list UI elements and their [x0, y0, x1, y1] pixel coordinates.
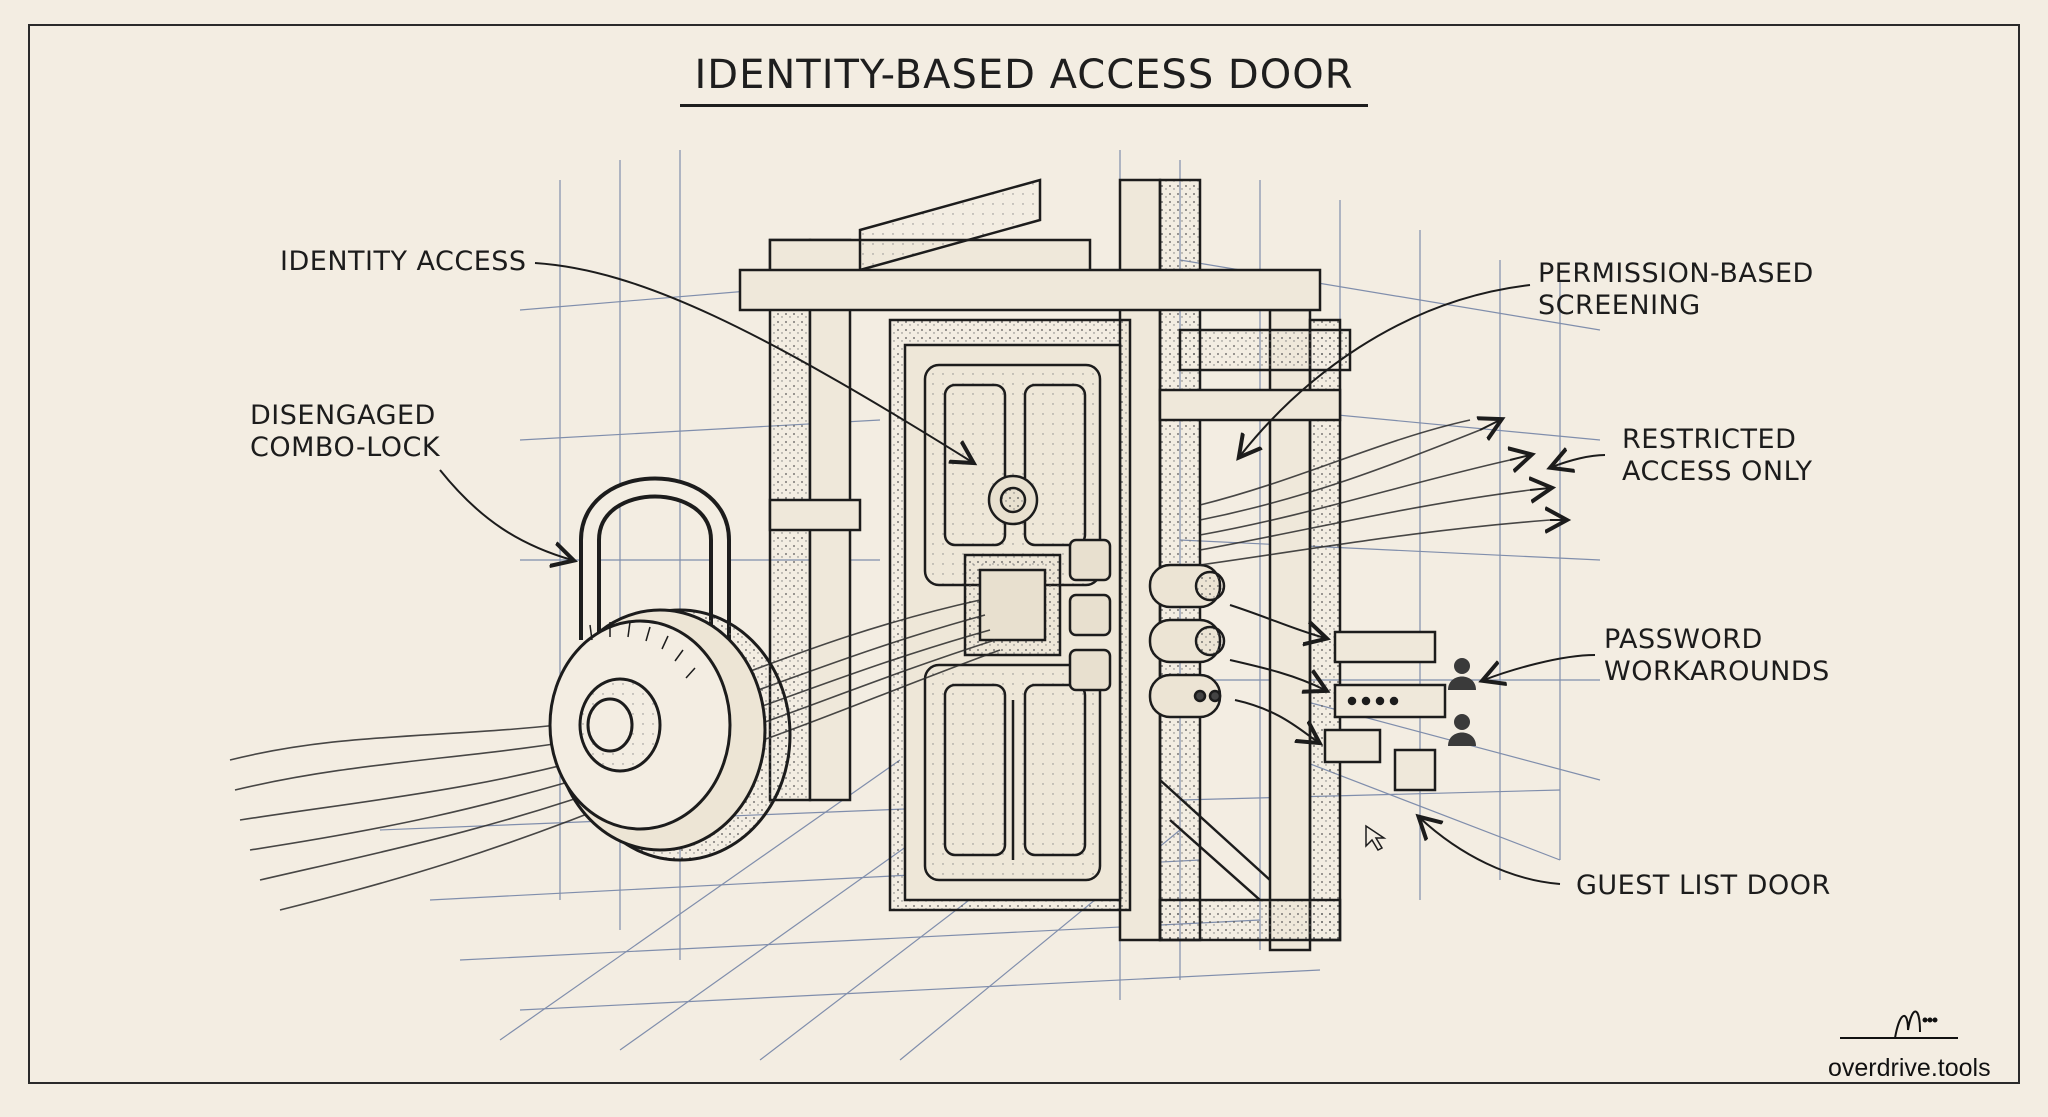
label-password-line1: PASSWORD [1604, 624, 1763, 655]
cursor-icon [1365, 824, 1387, 851]
vault-door [888, 318, 1226, 912]
signature-mark [1840, 1010, 1958, 1039]
label-password-line2: WORKAROUNDS [1604, 656, 1830, 687]
combo-lock [548, 476, 792, 862]
brand-text[interactable]: overdrive.tools [1828, 1054, 1991, 1082]
label-restricted-line2: ACCESS ONLY [1622, 456, 1813, 487]
label-permission-based-line1: PERMISSION-BASED [1538, 258, 1814, 289]
cable-arrows [1480, 420, 1565, 520]
data-cables [229, 419, 1551, 911]
label-restricted-line1: RESTRICTED [1622, 424, 1797, 455]
door-frame [738, 178, 1352, 952]
combo-dial-ticks [589, 621, 696, 679]
label-guest-list-door: GUEST LIST DOOR [1576, 870, 1831, 901]
title-underline [680, 104, 1368, 107]
label-identity-access: IDENTITY ACCESS [280, 246, 527, 277]
callout-arrows [439, 262, 1606, 885]
password-panels [1323, 630, 1447, 792]
label-disengaged-combo-lock-line1: DISENGAGED [250, 400, 436, 431]
diagram-title: IDENTITY-BASED ACCESS DOOR [694, 52, 1354, 98]
page-border [28, 24, 2020, 1084]
label-permission-based-line2: SCREENING [1538, 290, 1701, 321]
user-icons [1448, 658, 1476, 746]
label-disengaged-combo-lock-line2: COMBO-LOCK [250, 432, 441, 463]
